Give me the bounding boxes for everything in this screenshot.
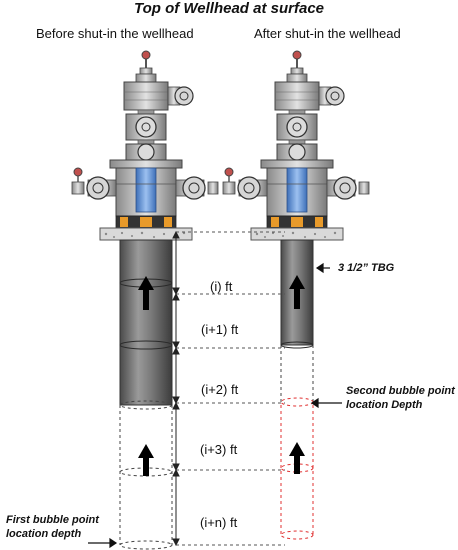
before-flow-arrow-lower (138, 444, 154, 476)
second-bubble-line-1: Second bubble point (346, 385, 455, 397)
first-bubble-label: First bubble point location depth (6, 513, 99, 541)
after-bubble-zone (280, 405, 314, 535)
before-tubing (119, 239, 173, 406)
interval-label-i-plus-2: (i+2) ft (201, 382, 239, 397)
before-wellhead (71, 50, 219, 241)
depth-dimension-line (172, 230, 180, 547)
diagram-title: Top of Wellhead at surface (133, 0, 325, 17)
second-bubble-line-2: location Depth (346, 399, 423, 411)
after-wellhead (222, 50, 370, 241)
interval-label-i-plus-n: (i+n) ft (200, 515, 238, 530)
interval-label-i: (i) ft (210, 279, 233, 294)
after-flow-arrow-upper (289, 275, 305, 309)
first-bubble-line-1: First bubble point (6, 514, 99, 526)
second-bubble-label: Second bubble point location Depth (346, 384, 455, 412)
depth-level-lines (176, 231, 285, 546)
after-flow-arrow-lower (289, 442, 305, 474)
interval-label-i-plus-3: (i+3) ft (200, 442, 238, 457)
tubing-size-label: 3 1/2” TBG (338, 262, 395, 274)
interval-label-i-plus-1: (i+1) ft (201, 322, 239, 337)
after-shutin-label: After shut-in the wellhead (254, 26, 401, 41)
before-flow-arrow-upper (138, 276, 154, 310)
first-bubble-line-2: location depth (6, 528, 82, 540)
before-shutin-label: Before shut-in the wellhead (36, 26, 194, 41)
